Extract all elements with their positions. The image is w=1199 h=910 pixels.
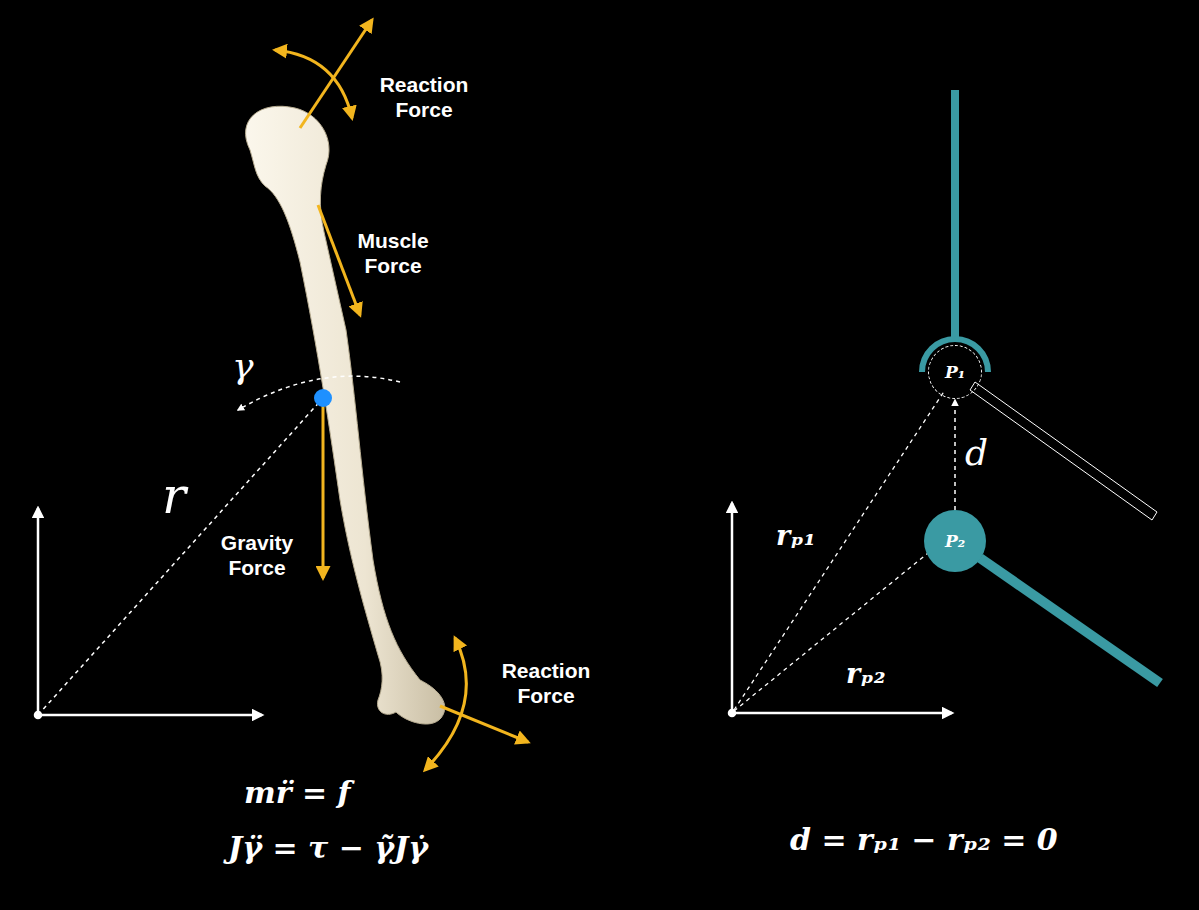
position-vector (734, 553, 928, 711)
point-label: P₁ (945, 362, 965, 382)
humerus-bone (246, 106, 445, 724)
position-vector-r (38, 398, 323, 715)
center-of-mass (314, 389, 332, 407)
force-label: Reaction Force (484, 658, 608, 708)
reaction-arrow (300, 20, 372, 128)
reaction-moment (425, 638, 466, 770)
point-label: P₂ (945, 531, 965, 551)
axis-x (732, 712, 952, 715)
vector-symbol: rₚ₁ (776, 520, 846, 552)
distance-vector (954, 400, 956, 510)
force-label: Muscle Force (345, 228, 441, 278)
force-label: Reaction Force (362, 72, 486, 122)
axes-right (729, 503, 952, 716)
joint-point: P₁ (928, 345, 982, 399)
vector-symbol: rₚ₂ (846, 658, 916, 690)
joint-point: P₂ (924, 510, 986, 572)
distance-symbol: d (965, 435, 988, 471)
equation: mr̈ = f (244, 775, 444, 811)
reaction-moment (275, 50, 352, 118)
position-vector (734, 390, 945, 710)
vector-symbol: r (162, 466, 202, 526)
force-label: Gravity Force (207, 530, 307, 580)
force-arrows (275, 20, 528, 770)
equation: Jγ̈ = τ − γ̃Jγ̇ (228, 830, 588, 866)
gravity-arrow (322, 398, 325, 578)
axis-y (37, 508, 40, 715)
muscle-arrow (318, 205, 360, 315)
upper-segment (951, 90, 959, 340)
lower-segment (980, 558, 1160, 683)
equation: d = rₚ₁ − rₚ₂ = 0 (790, 822, 1190, 858)
rotation-arc (238, 376, 400, 410)
axis-x (38, 714, 262, 717)
axis-y (731, 503, 734, 713)
reaction-arrow (440, 706, 528, 742)
ghost-segment (970, 382, 1157, 520)
angle-symbol: γ (232, 344, 272, 387)
